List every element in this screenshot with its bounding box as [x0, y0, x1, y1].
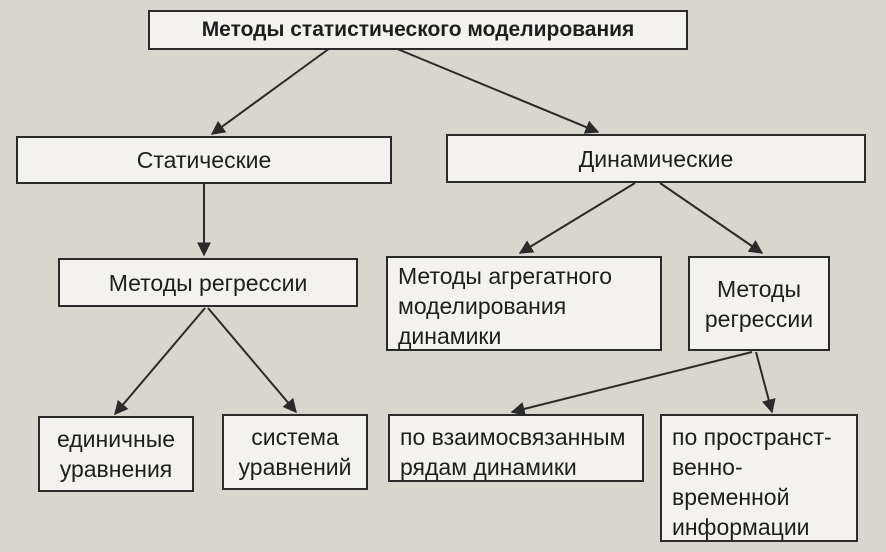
node-spatial-temporal-line-2: венно- [672, 454, 743, 480]
edge-root-static [210, 47, 331, 135]
node-aggregate-line-3: динамики [398, 323, 502, 349]
node-single-equations-line-2: уравнения [59, 456, 173, 482]
node-regression-dynamic: Методы регрессии [688, 256, 830, 351]
node-single-equations: единичные уравнения [38, 416, 194, 492]
edge-dynamic-aggregate [518, 182, 636, 254]
node-related-series: по взаимосвязанным рядам динамики [388, 414, 644, 482]
node-root-label: Методы статистического моделирования [201, 18, 635, 41]
node-root: Методы статистического моделирования [148, 10, 688, 50]
node-aggregate-line-2: моделирования [398, 293, 567, 319]
node-static-label: Статические [136, 147, 272, 173]
edge-regression-single [114, 307, 206, 416]
node-spatial-temporal: по пространст- венно- временной информац… [660, 414, 858, 542]
node-single-equations-line-1: единичные [56, 426, 176, 452]
edge-root-dynamic [394, 47, 600, 134]
node-regression-static-label: Методы регрессии [108, 269, 308, 296]
edge-dynreg-related [510, 351, 753, 416]
node-spatial-temporal-line-1: по пространст- [672, 424, 832, 450]
node-equation-system-line-1: система [251, 424, 339, 450]
node-dynamic-label: Динамические [578, 145, 734, 172]
node-regression-static: Методы регрессии [58, 258, 358, 307]
node-aggregate-line-1: Методы агрегатного [398, 263, 612, 289]
edge-dynamic-regression [659, 182, 764, 254]
node-static: Статические [16, 136, 392, 184]
node-related-series-line-1: по взаимосвязанным [400, 424, 626, 450]
edge-dynreg-spatial [755, 351, 776, 414]
node-equation-system: система уравнений [222, 414, 368, 490]
node-dynamic: Динамические [446, 134, 866, 183]
node-spatial-temporal-line-3: временной [672, 484, 790, 510]
edge-regression-system [207, 307, 297, 414]
node-aggregate: Методы агрегатного моделирования динамик… [386, 256, 662, 351]
node-spatial-temporal-line-4: информации [672, 514, 810, 540]
node-related-series-line-2: рядам динамики [400, 454, 577, 480]
node-equation-system-line-2: уравнений [238, 454, 352, 480]
node-regression-dynamic-line-2: регрессии [704, 305, 814, 332]
node-regression-dynamic-line-1: Методы [717, 275, 801, 302]
